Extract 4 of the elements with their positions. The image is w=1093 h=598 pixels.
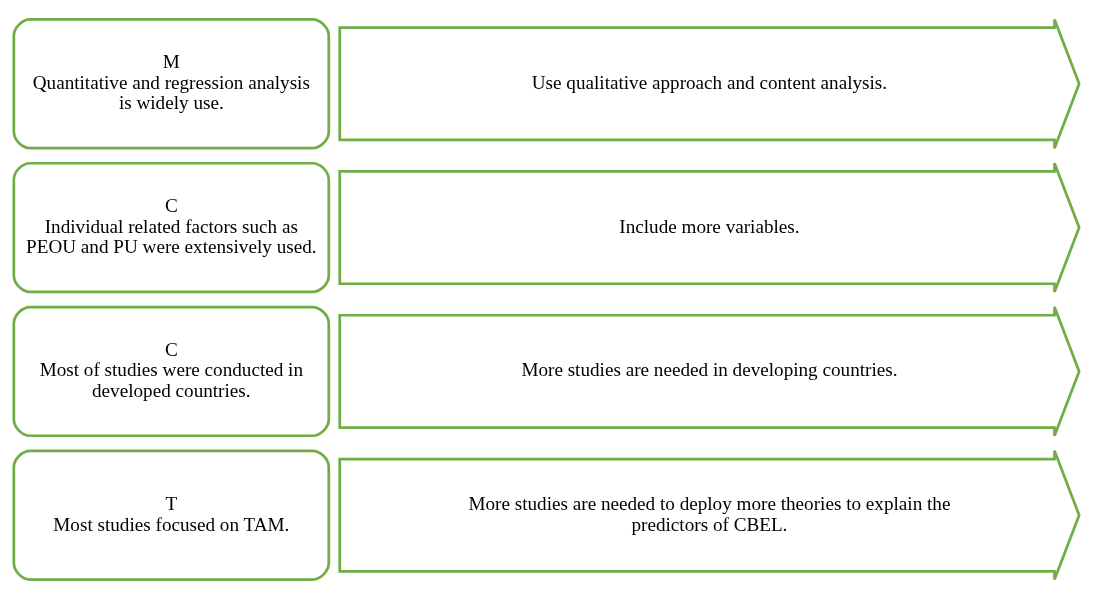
node-box: C Individual related factors such as PEOU and PU were extensively used. (12, 161, 331, 293)
node-box: T Most studies focused on TAM. (12, 448, 331, 581)
node-box: C Most of studies were conducted in developed countries. (12, 305, 331, 437)
node-box: M Quantitative and regression analysis is widely use. (12, 17, 331, 150)
